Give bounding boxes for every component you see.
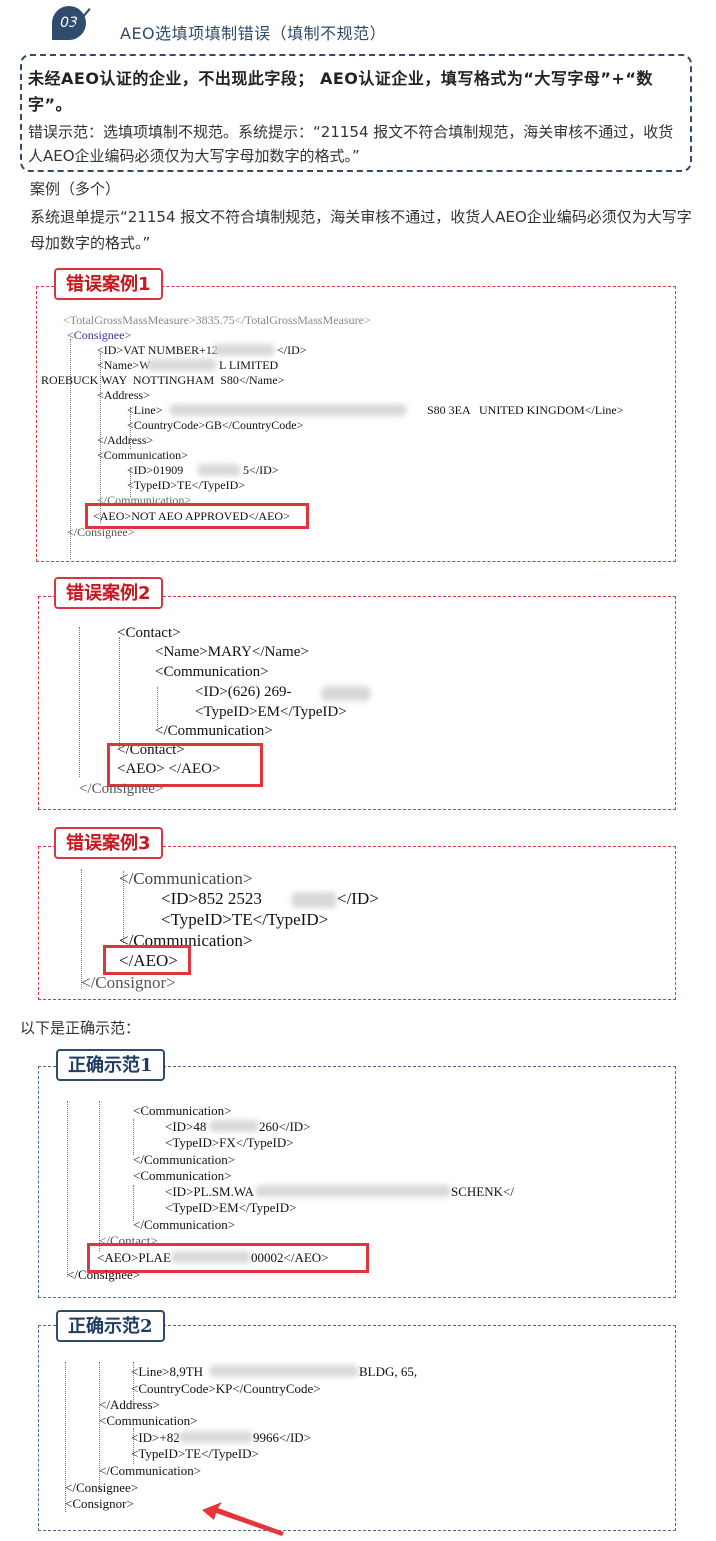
wrong-example-3-frame: </Communication> <ID>852 2523 </ID> <Typ…	[38, 846, 676, 1000]
xml-line: <Consignor>	[65, 1496, 134, 1511]
wrong-example-3-label: 错误案例3	[54, 827, 163, 859]
rule-note-box: 未经AEO认证的企业，不出现此字段； AEO认证企业，填写格式为“大写字母”+“…	[20, 54, 692, 172]
xml-line: </Communication>	[119, 869, 253, 888]
xml-line: </Consignee>	[67, 1267, 141, 1282]
section-title: AEO选填项填制错误（填制不规范）	[120, 24, 387, 43]
error-highlight-box	[107, 743, 263, 787]
xml-line: </Consignee>	[67, 525, 135, 539]
redacted-mask	[321, 686, 371, 701]
correct-example-2-frame: <Line>8,9TH BLDG, 65, <CountryCode>KP</C…	[38, 1325, 676, 1531]
case-description: 系统退单提示“21154 报文不符合填制规范，海关审核不通过，收货人AEO企业编…	[30, 208, 692, 252]
xml-line: <Address>	[97, 388, 150, 402]
xml-line: <TypeID>EM</TypeID>	[195, 704, 347, 720]
redacted-mask	[179, 1431, 253, 1443]
xml-line: S80 3EA UNITED KINGDOM</Line>	[427, 403, 624, 417]
xml-line: <TypeID>TE</TypeID>	[127, 478, 246, 492]
pointer-arrow-icon	[202, 1502, 284, 1536]
error-highlight-box	[85, 503, 309, 529]
xml-line: </Consignee>	[79, 781, 164, 797]
xml-line: <TotalGrossMassMeasure>3835.75</TotalGro…	[63, 313, 371, 327]
xml-line: <Contact>	[117, 625, 181, 641]
wrong-example-2-label: 错误案例2	[54, 577, 163, 609]
xml-line: <Communication>	[133, 1103, 232, 1118]
xml-line: </Communication>	[133, 1217, 236, 1232]
xml-line: 9966</ID>	[253, 1430, 311, 1445]
rule-bold-text: 未经AEO认证的企业，不出现此字段； AEO认证企业，填写格式为“大写字母”+“…	[28, 69, 653, 114]
correct-highlight-box	[87, 1243, 369, 1273]
redacted-mask	[171, 1251, 251, 1263]
xml-line: SCHENK</	[451, 1184, 514, 1199]
correct-examples-heading: 以下是正确示范：	[20, 1019, 141, 1037]
xml-line: <Communication>	[133, 1168, 232, 1183]
correct-example-1-frame: <Communication> <ID>48 260</ID> <TypeID>…	[38, 1066, 676, 1298]
redacted-mask	[209, 1120, 259, 1132]
wrong-example-1-frame: <TotalGrossMassMeasure>3835.75</TotalGro…	[36, 286, 676, 562]
xml-line: <Name>W	[97, 358, 151, 372]
xml-line: <TypeID>TE</TypeID>	[161, 910, 329, 929]
redacted-mask	[197, 464, 241, 476]
correct-example-2-label: 正确示范2	[56, 1310, 165, 1342]
xml-line: ROEBUCK WAY NOTTINGHAM S80</Name>	[41, 373, 285, 387]
xml-line: 5</ID>	[243, 463, 279, 477]
redacted-mask	[291, 892, 337, 908]
xml-line: 00002</AEO>	[251, 1250, 329, 1265]
redacted-mask	[255, 1185, 451, 1197]
xml-line: </Communication>	[99, 1463, 202, 1478]
xml-line: <ID>+82	[131, 1430, 180, 1445]
xml-line: BLDG, 65,	[359, 1364, 418, 1379]
correct-example-1-label: 正确示范1	[56, 1049, 165, 1081]
xml-line: <Consignee>	[67, 328, 132, 342]
error-highlight-box	[103, 945, 191, 975]
redacted-mask	[147, 359, 217, 371]
xml-line: <TypeID>EM</TypeID>	[165, 1200, 297, 1215]
xml-line: <AEO>PLAE	[97, 1250, 171, 1265]
xml-line: </Communication>	[133, 1152, 236, 1167]
xml-line: <Communication>	[155, 664, 269, 680]
xml-line: <ID>48	[165, 1119, 207, 1134]
xml-line: <Communication>	[97, 448, 188, 462]
xml-line: <Name>MARY</Name>	[155, 644, 309, 660]
redacted-mask	[169, 404, 407, 416]
xml-line: L LIMITED	[219, 358, 279, 372]
xml-line: </Address>	[99, 1397, 160, 1412]
wrong-example-1-label: 错误案例1	[54, 268, 163, 300]
xml-line: <CountryCode>GB</CountryCode>	[127, 418, 304, 432]
xml-line: <AEO> </AEO>	[117, 761, 221, 777]
xml-line: </AEO>	[119, 951, 178, 970]
xml-line: <CountryCode>KP</CountryCode>	[131, 1381, 321, 1396]
wrong-example-2-frame: <Contact> <Name>MARY</Name> <Communicati…	[38, 596, 676, 810]
xml-line: </Address>	[97, 433, 154, 447]
xml-line: </Consignor>	[81, 973, 176, 992]
redacted-mask	[209, 1365, 359, 1377]
xml-line: <Communication>	[99, 1413, 198, 1428]
xml-line: <ID>VAT NUMBER+12	[97, 343, 218, 357]
xml-line: <ID>(626) 269-	[195, 684, 292, 700]
xml-line: <ID>PL.SM.WA	[165, 1184, 255, 1199]
xml-line: <Line>	[127, 403, 163, 417]
xml-line: <TypeID>FX</TypeID>	[165, 1135, 294, 1150]
xml-line: </ID>	[277, 343, 307, 357]
xml-line: <ID>852 2523	[161, 889, 262, 908]
xml-line: <ID>01909	[127, 463, 184, 477]
case-heading: 案例（多个）	[30, 180, 121, 198]
xml-line: <TypeID>TE</TypeID>	[131, 1446, 259, 1461]
xml-line: </Communication>	[155, 723, 273, 739]
xml-line: <AEO>NOT AEO APPROVED</AEO>	[93, 509, 290, 523]
rule-error-text: 错误示范：选填项填制不规范。系统提示：“21154 报文不符合填制规范，海关审核…	[28, 123, 674, 165]
xml-line: </Contact>	[117, 742, 185, 758]
redacted-mask	[213, 344, 275, 356]
xml-line: <Line>8,9TH	[131, 1364, 204, 1379]
xml-line: 260</ID>	[259, 1119, 311, 1134]
xml-line: </ID>	[337, 889, 379, 908]
xml-line: </Consignee>	[65, 1480, 139, 1495]
